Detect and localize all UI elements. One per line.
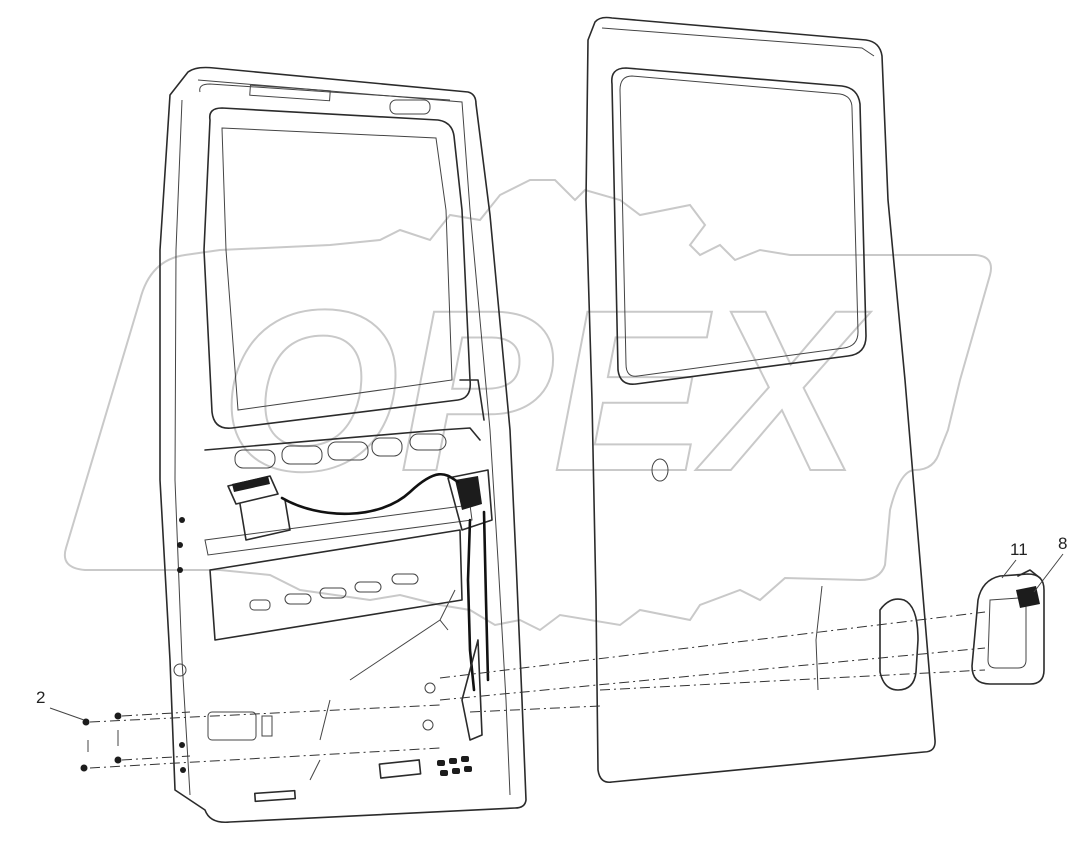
- screws: [80, 712, 122, 772]
- outer-door-skin: [585, 16, 936, 784]
- callouts: 2 11 8: [36, 534, 1067, 721]
- callout-2: 2: [36, 688, 45, 707]
- watermark: OPEX: [63, 179, 992, 632]
- watermark-text: OPEX: [220, 262, 871, 519]
- callout-8: 8: [1058, 534, 1067, 553]
- panel-openings: [204, 427, 481, 469]
- assembly-lines: [89, 611, 986, 781]
- callout-11: 11: [1010, 540, 1028, 559]
- reinforcement-plate: [204, 504, 473, 641]
- lock-mechanism: [227, 379, 493, 741]
- inner-door-panel: [159, 66, 527, 824]
- outer-handle-assembly: [971, 569, 1045, 685]
